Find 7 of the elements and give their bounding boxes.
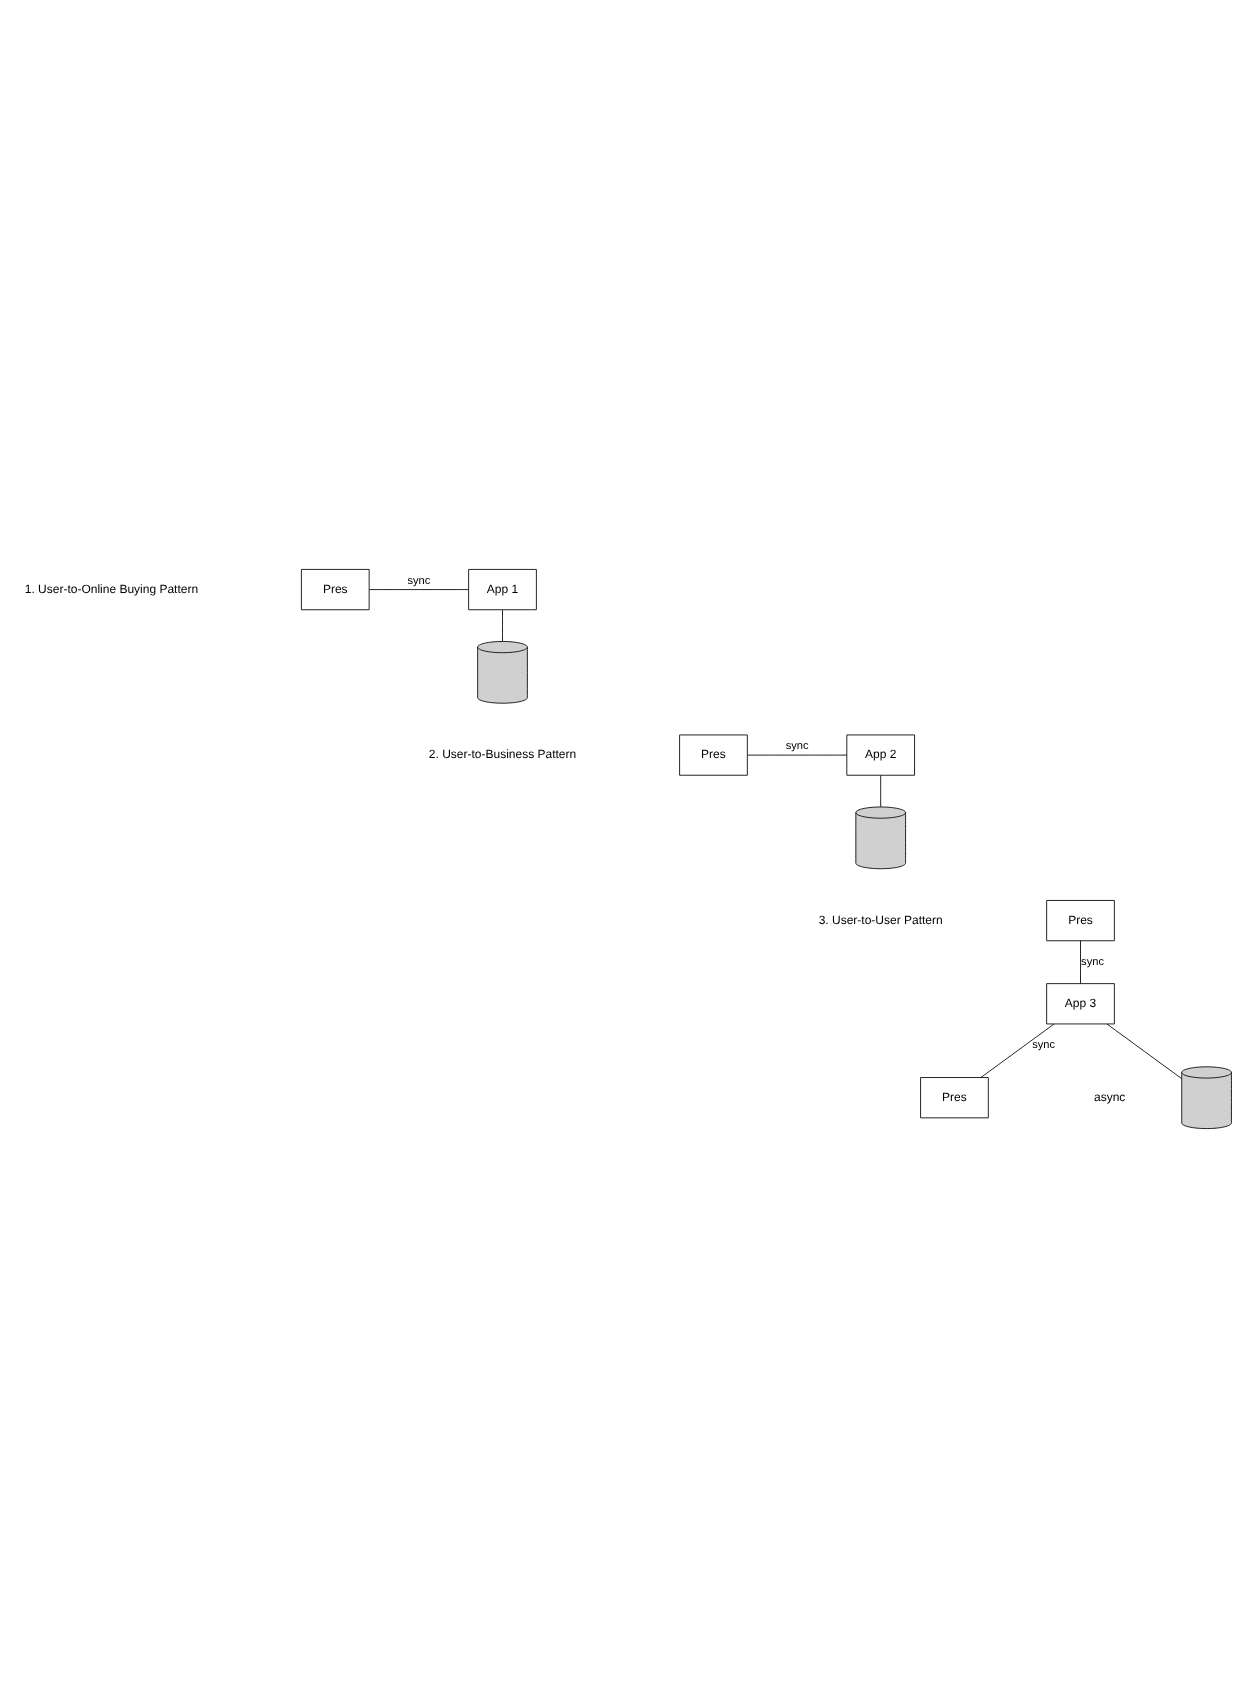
connector [747,754,848,756]
connector [1080,940,1081,984]
connector [980,1023,1055,1078]
connector [1106,1023,1182,1079]
connector [502,609,503,642]
connector [880,775,882,808]
connector [369,589,470,590]
